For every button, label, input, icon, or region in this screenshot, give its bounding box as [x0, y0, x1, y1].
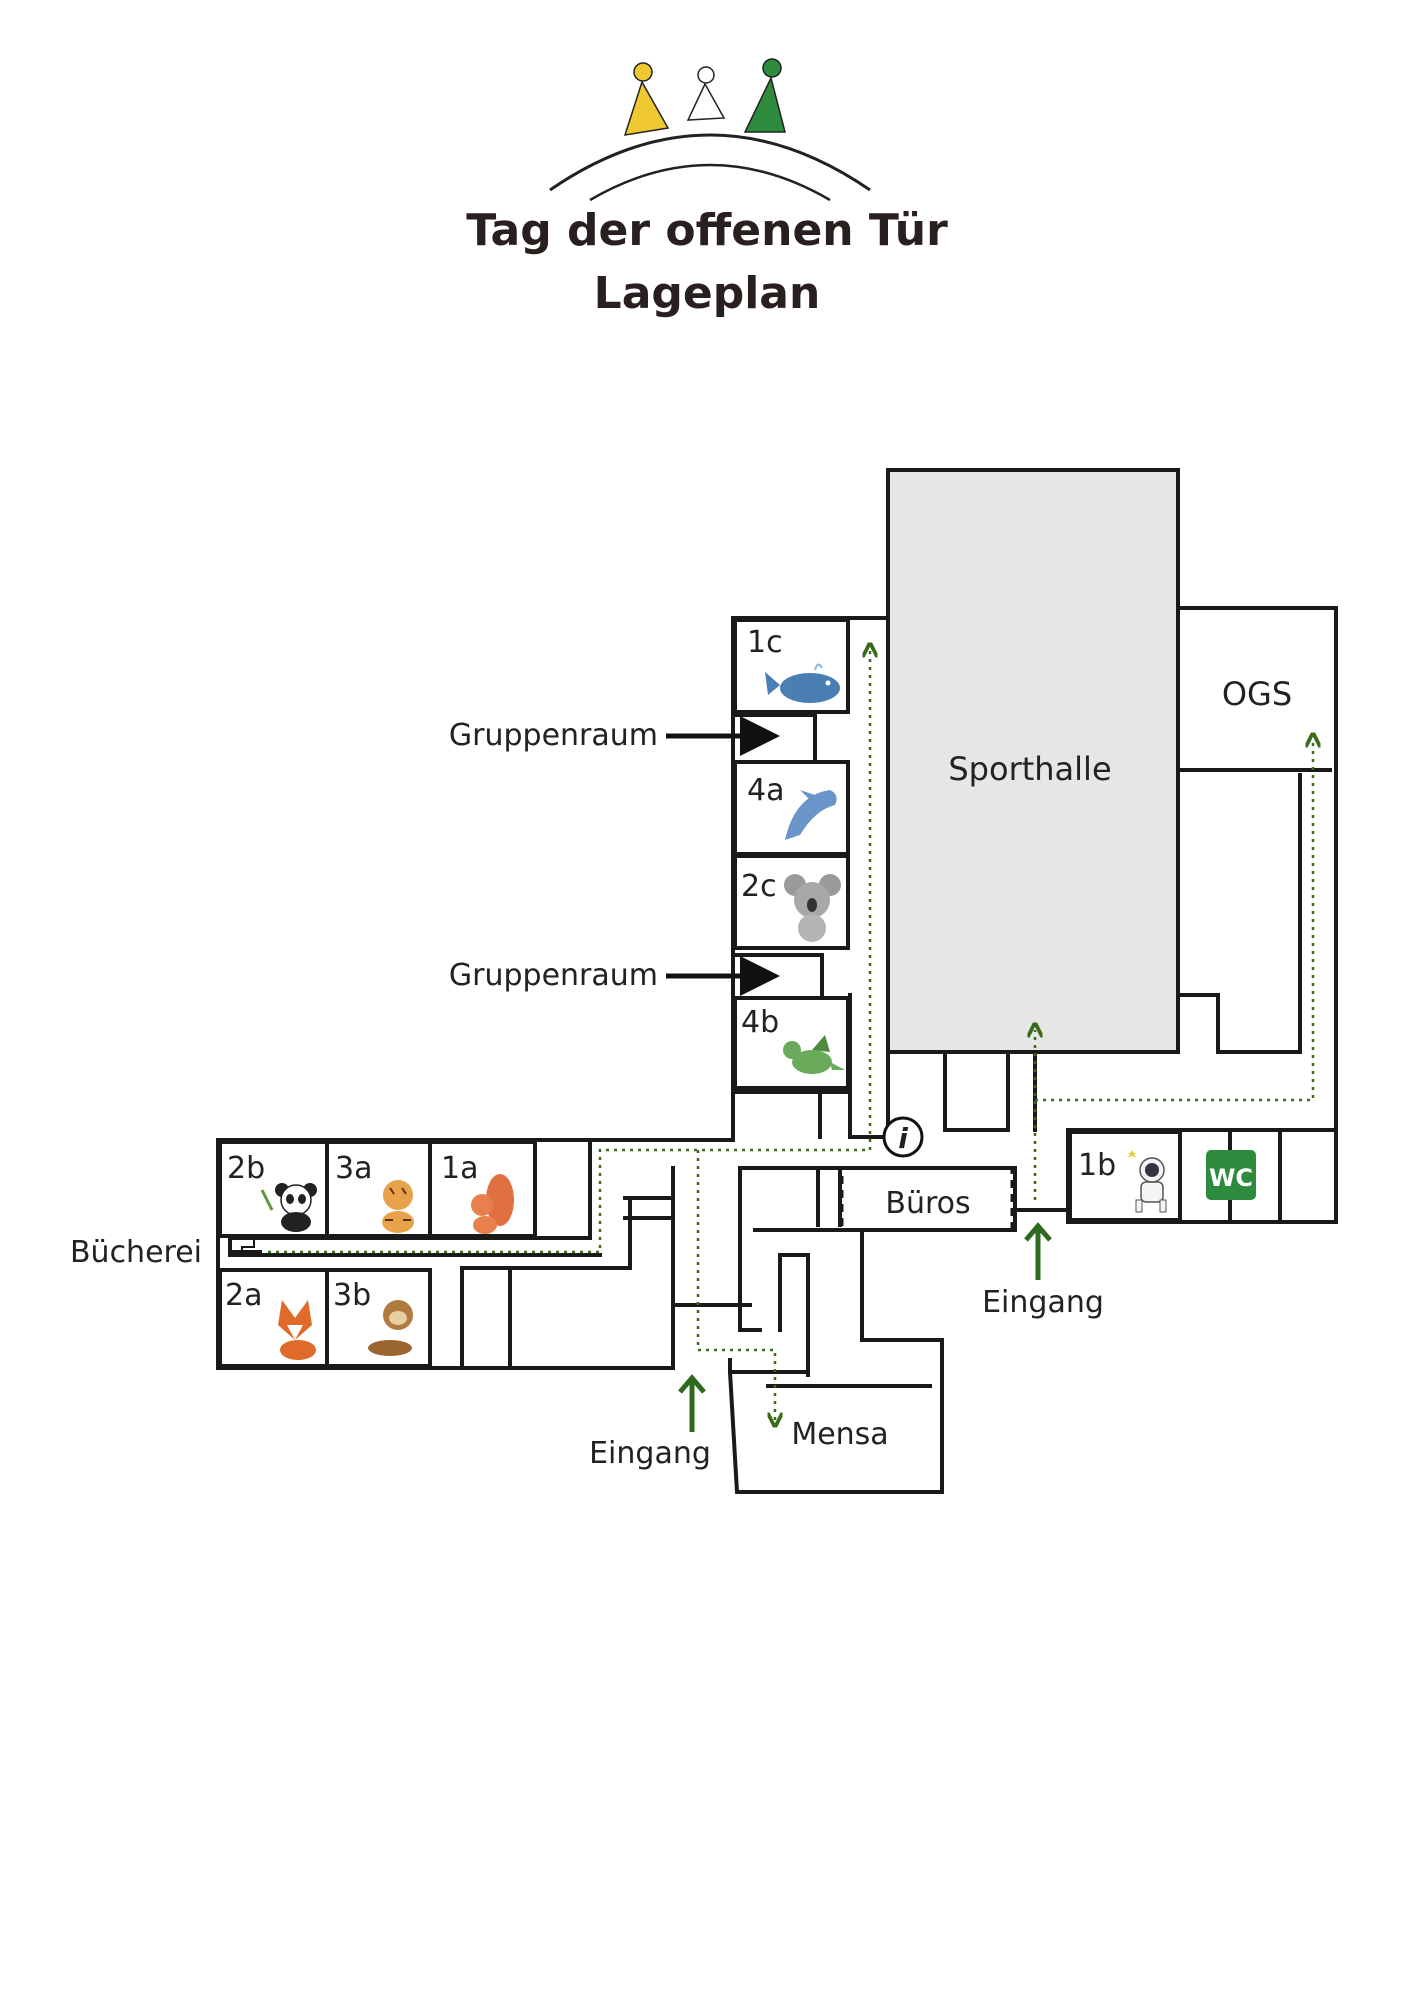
library-label: Bücherei — [70, 1235, 202, 1270]
entrance-label-south: Eingang — [589, 1436, 711, 1471]
panda-icon — [260, 1183, 317, 1232]
school-logo — [549, 58, 871, 202]
astronaut-icon — [1128, 1150, 1167, 1213]
entrance-label-east: Eingang — [982, 1285, 1104, 1320]
room-3a-label: 3a — [335, 1151, 372, 1186]
room-2c-label: 2c — [741, 869, 777, 904]
room-4b-label: 4b — [741, 1005, 779, 1040]
sports-hall — [886, 468, 1180, 1054]
dragon-icon — [783, 1035, 845, 1074]
sports-hall-label: Sporthalle — [948, 750, 1111, 788]
room-2b-label: 2b — [227, 1151, 265, 1186]
room-1b-label: 1b — [1078, 1148, 1116, 1183]
figure-white-icon — [686, 66, 726, 121]
group-room-callout-2: Gruppenraum — [449, 958, 658, 993]
dolphin-icon — [785, 790, 837, 840]
room-4a-label: 4a — [747, 773, 784, 808]
fox-icon — [278, 1300, 316, 1360]
tiger-icon — [382, 1180, 414, 1233]
koala-icon — [784, 874, 841, 942]
ogs-label: OGS — [1222, 675, 1292, 713]
otter-icon — [368, 1300, 413, 1356]
group-room-callout-1: Gruppenraum — [449, 718, 658, 753]
room-1a-label: 1a — [441, 1151, 478, 1186]
central-area — [588, 1050, 1338, 1494]
wc-badge: WC — [1206, 1150, 1256, 1200]
figure-green-icon — [743, 58, 786, 133]
whale-icon — [765, 663, 840, 703]
svg-text:i: i — [898, 1122, 908, 1155]
squirrel-icon — [471, 1174, 514, 1234]
offices-label: Büros — [885, 1186, 970, 1221]
cafeteria-label: Mensa — [791, 1417, 888, 1452]
entrance-arrow-south — [678, 1374, 706, 1432]
info-icon: i — [882, 1116, 924, 1158]
entrance-arrow-east — [1024, 1222, 1052, 1280]
visitor-route — [268, 650, 1313, 1420]
wc-label: WC — [1209, 1164, 1253, 1192]
room-3b-label: 3b — [333, 1278, 371, 1313]
room-2a-label: 2a — [225, 1278, 262, 1313]
figure-yellow-icon — [623, 62, 670, 136]
page-title: Tag der offenen Tür — [466, 205, 948, 256]
room-1c-label: 1c — [747, 625, 783, 660]
page-subtitle: Lageplan — [594, 268, 821, 319]
